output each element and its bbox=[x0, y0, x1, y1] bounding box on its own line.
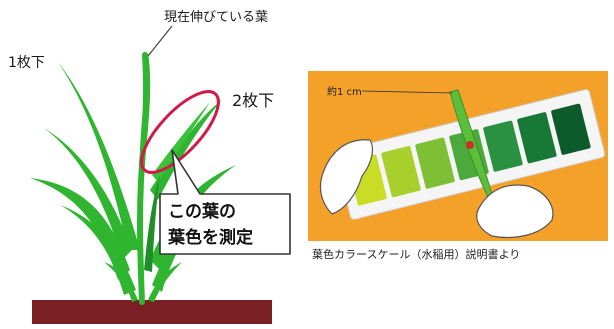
color-swatch bbox=[517, 112, 557, 164]
highlight-ring bbox=[140, 90, 220, 174]
leaf-right-2 bbox=[152, 205, 212, 292]
callout-text: この葉の 葉色を測定 bbox=[168, 199, 286, 251]
leaf-two-below bbox=[152, 102, 210, 182]
leaf-base-left bbox=[104, 262, 138, 302]
color-swatch bbox=[381, 146, 421, 198]
current-leaf-pointer bbox=[147, 25, 173, 57]
leaf-base-right bbox=[148, 262, 182, 302]
leaf-inner bbox=[144, 175, 160, 272]
right-hand-icon bbox=[476, 184, 554, 239]
two-below-label: 2枚下 bbox=[232, 91, 275, 110]
leaf-upper-right bbox=[150, 100, 222, 200]
callout-line-2: 葉色を測定 bbox=[168, 228, 253, 248]
leaf-left-1 bbox=[44, 128, 132, 260]
left-hand-icon bbox=[319, 139, 374, 215]
one-below-label: 1枚下 bbox=[8, 55, 45, 71]
current-leaf bbox=[140, 52, 151, 150]
soil-bar bbox=[32, 300, 272, 324]
size-note: 約1 cm bbox=[327, 87, 362, 98]
leaf-one-below bbox=[58, 62, 140, 250]
callout-line-1: この葉の bbox=[168, 202, 236, 222]
callout-bubble bbox=[159, 149, 291, 255]
size-pointer bbox=[361, 90, 453, 94]
current-leaf-label: 現在伸びている葉 bbox=[164, 10, 269, 25]
color-swatch bbox=[483, 120, 523, 172]
leaf-right-1 bbox=[150, 165, 236, 270]
source-caption: 葉色カラースケール（水稲用）説明書より bbox=[312, 248, 521, 261]
color-swatch bbox=[551, 103, 591, 155]
color-swatch bbox=[415, 137, 455, 189]
sample-marker bbox=[466, 141, 474, 149]
